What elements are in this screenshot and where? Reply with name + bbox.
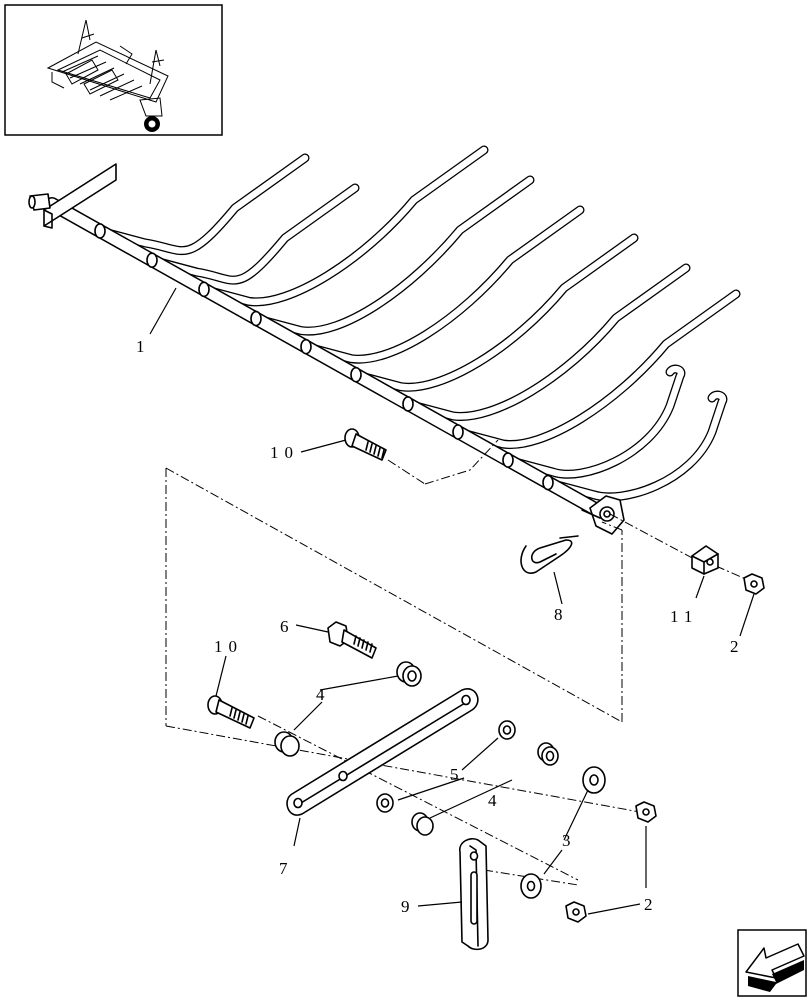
tine [454, 290, 740, 448]
callout-4-lower: 4 [488, 791, 503, 810]
back-arrow-button[interactable] [737, 929, 807, 997]
large-washer-upper [582, 766, 606, 794]
tine [544, 391, 727, 501]
callout-10-upper: 10 [270, 443, 299, 462]
tine [403, 263, 691, 421]
spring-clip [520, 535, 579, 574]
tine-collar [542, 474, 554, 491]
tine [302, 206, 584, 363]
callout-2-lower: 2 [644, 895, 659, 914]
callout-labels: 1 10 6 10 4 5 4 3 7 8 11 2 2 9 [136, 337, 745, 916]
spacer-left [274, 731, 300, 757]
tine-collar [146, 252, 158, 268]
callout-8: 8 [554, 605, 569, 624]
spacer-upper [396, 661, 422, 687]
tine-bar-assembly [28, 145, 741, 535]
washer-lower [376, 793, 394, 813]
assembly-guide-lines [165, 439, 749, 886]
callout-4-upper: 4 [316, 685, 331, 704]
tine [200, 146, 488, 306]
back-arrow-icon [745, 943, 805, 992]
crank-arm [581, 495, 625, 535]
hex-nut-upper [743, 573, 765, 595]
hex-nut-lower [565, 901, 587, 923]
callout-6: 6 [280, 617, 295, 636]
tine-collar [250, 310, 262, 327]
tine [504, 365, 685, 478]
spacer-lower [411, 812, 434, 836]
callout-2-upper: 2 [730, 637, 745, 656]
tine-bar-shaft [45, 197, 611, 521]
tine [301, 205, 585, 364]
tines [95, 145, 741, 502]
tine-collar [198, 281, 210, 298]
tine-collar [94, 223, 106, 239]
tine-collar [350, 366, 362, 383]
tine-collar [402, 396, 414, 412]
square-nut [691, 545, 719, 575]
tine [252, 176, 534, 335]
large-washer-lower [520, 873, 542, 899]
callout-5: 5 [450, 765, 465, 784]
callout-3: 3 [562, 831, 577, 850]
callout-9: 9 [401, 897, 416, 916]
washer-upper [498, 720, 516, 740]
tine [96, 154, 309, 254]
slotted-strap [459, 837, 489, 951]
overview-thumbnail [4, 4, 223, 136]
tine-collar [300, 338, 312, 355]
tine-collar [502, 452, 514, 468]
tine [404, 264, 690, 420]
callout-11: 11 [670, 607, 698, 626]
callout-7: 7 [279, 859, 294, 878]
callout-1: 1 [136, 337, 151, 356]
tine-collar [452, 424, 464, 440]
tine [148, 184, 359, 284]
carriage-bolt-upper [344, 428, 387, 461]
hex-bolt [327, 621, 377, 659]
callout-10-lower: 10 [214, 637, 243, 656]
end-plate [28, 163, 117, 229]
tine [352, 234, 638, 391]
machine-thumbnail-drawing [46, 19, 169, 132]
hex-nut-right [635, 801, 657, 823]
tine [453, 289, 741, 450]
tine-collars [94, 223, 554, 491]
link-plate [286, 688, 479, 816]
leader-lines [149, 287, 755, 915]
carriage-bolt-lower [207, 695, 255, 729]
tine [251, 175, 535, 336]
tine [351, 233, 639, 392]
spacer-right [537, 742, 559, 766]
